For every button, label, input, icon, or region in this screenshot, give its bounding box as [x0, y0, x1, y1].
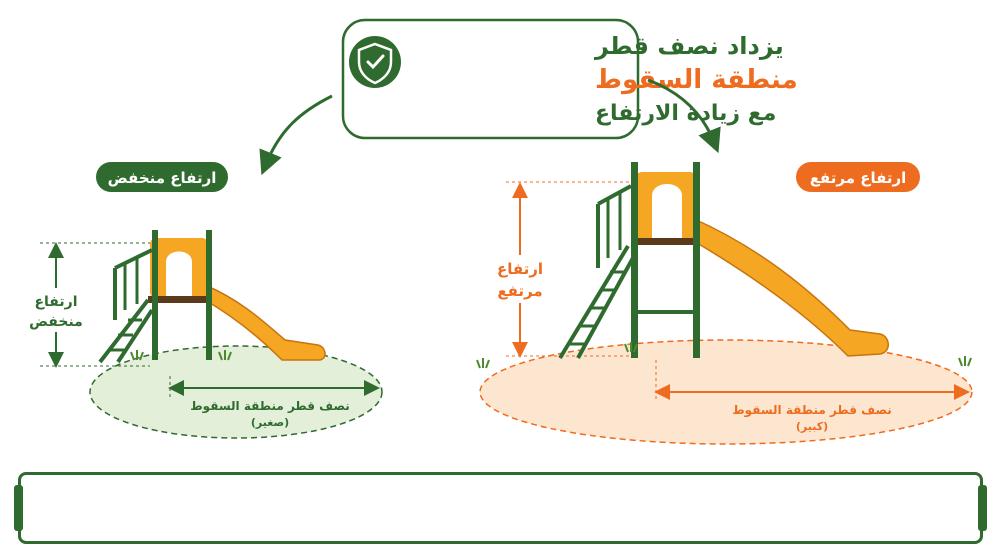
- low-tag-label: ارتفاع منخفض: [108, 169, 217, 187]
- high-height-label-2: مرتفع: [497, 282, 542, 300]
- high-slide: [558, 162, 889, 360]
- banner-line-3: مع زيادة الارتفاع: [595, 101, 776, 126]
- low-tag: ارتفاع منخفض: [96, 162, 228, 192]
- banner-line-2: منطقة السقوط: [595, 65, 798, 95]
- low-radius-note: (صغير): [251, 416, 289, 429]
- low-radius-label: نصف قطر منطقة السقوط: [190, 399, 350, 414]
- headline-banner: يزداد نصف قطر منطقة السقوط مع زيادة الار…: [341, 18, 798, 140]
- low-slide: [98, 230, 326, 364]
- high-tag-label: ارتفاع مرتفع: [810, 169, 907, 187]
- low-height-label-2: منخفض: [29, 314, 83, 330]
- high-radius-label: نصف قطر منطقة السقوط: [732, 403, 892, 418]
- low-height-label-1: ارتفاع: [34, 294, 77, 310]
- grass-decoration: [130, 342, 972, 369]
- banner-line-1: يزداد نصف قطر: [594, 32, 784, 60]
- high-tag: ارتفاع مرتفع: [796, 162, 920, 192]
- high-radius-note: (كبير): [796, 420, 828, 433]
- arrow-to-low: [259, 94, 333, 176]
- arrow-to-high: [647, 78, 721, 154]
- bottom-panel: [14, 472, 987, 544]
- shield-check-icon: [349, 36, 401, 88]
- high-height-label-1: ارتفاع: [497, 260, 543, 278]
